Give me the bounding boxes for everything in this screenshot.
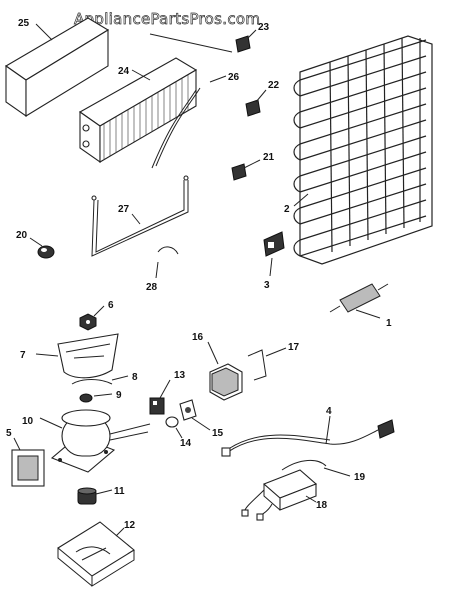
callout-20: 20	[16, 230, 28, 241]
part-8-clip[interactable]	[71, 379, 113, 385]
callout-23: 23	[258, 22, 270, 33]
callout-12: 12	[124, 520, 136, 531]
part-4-power-cord[interactable]	[221, 419, 395, 457]
part-23-clip[interactable]	[235, 35, 251, 53]
callout-25: 25	[18, 18, 30, 29]
part-9-washer[interactable]	[79, 393, 93, 403]
part-14-cap[interactable]	[165, 416, 179, 428]
callout-15: 15	[212, 428, 224, 439]
callout-2: 2	[284, 204, 290, 215]
callout-7: 7	[20, 350, 26, 361]
part-6-nut[interactable]	[79, 313, 97, 331]
part-28-bracket[interactable]	[157, 246, 179, 255]
part-21-clip[interactable]	[231, 163, 247, 181]
part-20-grommet[interactable]	[37, 245, 55, 259]
part-5-label[interactable]	[11, 449, 45, 487]
callout-5: 5	[6, 428, 12, 439]
callout-27: 27	[118, 204, 130, 215]
callout-11: 11	[114, 486, 125, 497]
callout-18: 18	[316, 500, 328, 511]
callout-28: 28	[146, 282, 158, 293]
part-11-grommet[interactable]	[77, 487, 97, 505]
part-1-drier[interactable]	[329, 283, 389, 313]
part-26-tube[interactable]	[151, 87, 201, 169]
part-25-filter-pad[interactable]	[4, 17, 110, 118]
part-15-overload[interactable]	[179, 399, 197, 421]
callout-22: 22	[268, 80, 280, 91]
callout-6: 6	[108, 300, 114, 311]
part-19-strap[interactable]	[281, 460, 327, 471]
callout-4: 4	[326, 406, 332, 417]
part-16-cover[interactable]	[209, 363, 243, 401]
callout-8: 8	[132, 372, 138, 383]
callout-10: 10	[22, 416, 34, 427]
part-17-clip[interactable]	[247, 349, 267, 381]
callout-26: 26	[228, 72, 240, 83]
part-13-relay[interactable]	[149, 397, 165, 415]
part-12-base[interactable]	[57, 521, 135, 587]
part-22-clip[interactable]	[245, 99, 261, 117]
callout-9: 9	[116, 390, 122, 401]
part-27-tube-loop[interactable]	[91, 175, 189, 257]
part-7-cover[interactable]	[57, 333, 119, 379]
part-3-bracket[interactable]	[263, 231, 285, 257]
callout-19: 19	[354, 472, 366, 483]
part-24-condenser[interactable]	[78, 57, 198, 164]
callout-24: 24	[118, 66, 130, 77]
part-10-compressor[interactable]	[50, 409, 151, 473]
part-18-capacitor[interactable]	[241, 469, 318, 521]
callout-17: 17	[288, 342, 300, 353]
callout-13: 13	[174, 370, 186, 381]
callout-21: 21	[263, 152, 275, 163]
callout-16: 16	[192, 332, 204, 343]
callout-1: 1	[386, 318, 392, 329]
callout-3: 3	[264, 280, 270, 291]
watermark: AppliancePartsPros.com	[74, 10, 260, 28]
callout-14: 14	[180, 438, 192, 449]
part-2-evaporator[interactable]	[293, 35, 433, 265]
